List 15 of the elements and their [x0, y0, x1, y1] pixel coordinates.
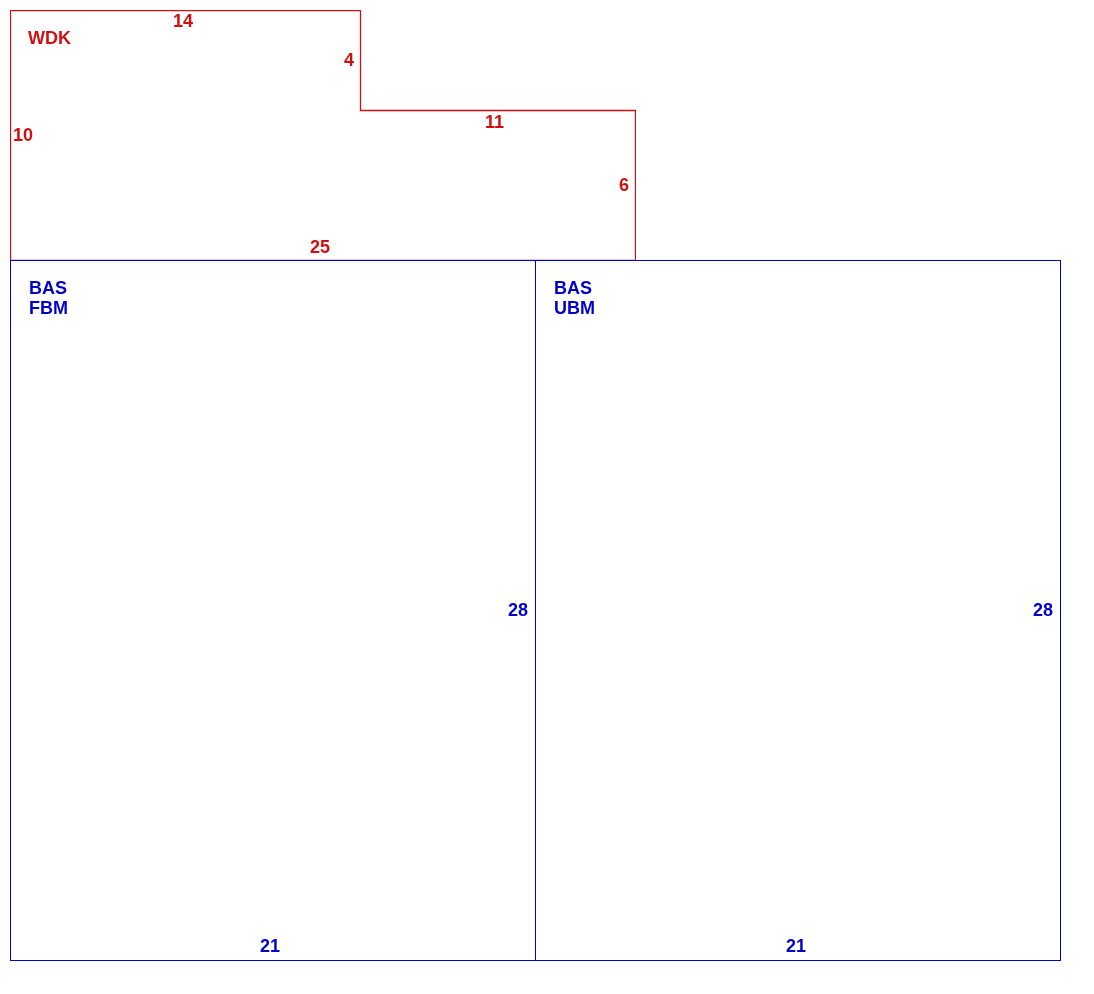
dimension-label: 25: [310, 237, 331, 257]
room-outline: [10, 260, 536, 961]
dimension-label: 11: [485, 112, 505, 132]
dimension-label: 28: [1033, 600, 1054, 620]
room-outline: [535, 260, 1061, 961]
room-name: BAS FBM: [29, 278, 69, 318]
room-name: BAS UBM: [554, 278, 596, 318]
dimension-label: 6: [619, 175, 629, 195]
dimension-label: 21: [260, 936, 281, 956]
room-name: WDK: [28, 28, 72, 48]
dimension-label: 28: [508, 600, 529, 620]
dimension-label: 21: [786, 936, 807, 956]
dimension-label: 10: [13, 125, 34, 145]
dimension-label: 14: [173, 11, 194, 31]
dimension-label: 4: [344, 50, 354, 70]
